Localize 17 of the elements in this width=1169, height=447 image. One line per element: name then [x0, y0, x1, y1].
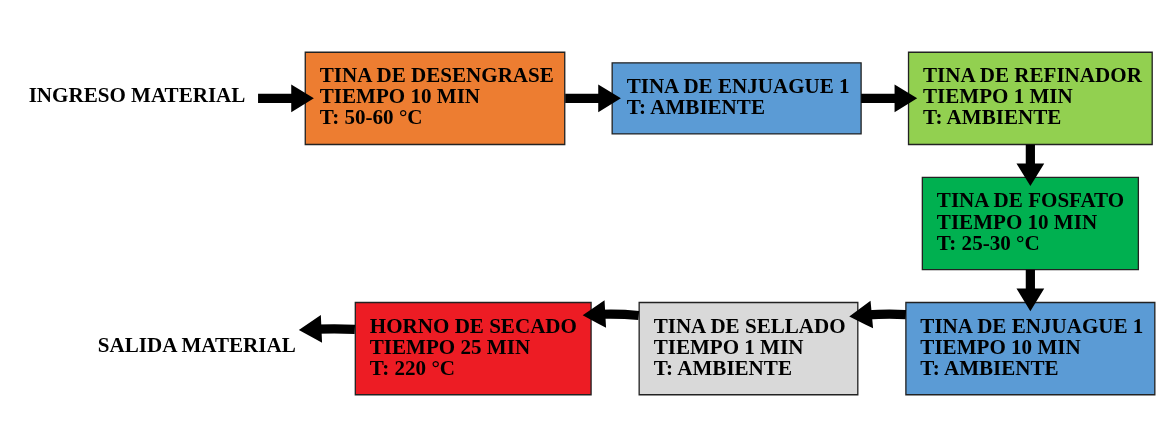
node-box: TINA DE ENJUAGUE 1 TIEMPO 10 MIN T: AMBIENTE: [905, 301, 1156, 396]
node-box: TINA DE ENJUAGUE 1 T: AMBIENTE: [611, 62, 862, 135]
arrow: [1016, 144, 1045, 187]
node-box: HORNO DE SECADO TIEMPO 25 MIN T: 220 °C: [354, 301, 592, 396]
node-box: TINA DE DESENGRASE TIEMPO 10 MIN T: 50-60 °C: [304, 51, 566, 146]
arrow: [298, 315, 356, 343]
arrow: [1016, 269, 1045, 312]
arrow: [582, 300, 640, 328]
node-box: TINA DE SELLADO TIEMPO 1 MIN T: AMBIENTE: [638, 301, 859, 396]
node-text: INGRESO MATERIAL: [28, 83, 246, 108]
arrow: [258, 84, 314, 113]
node-text: SALIDA MATERIAL: [97, 333, 296, 358]
node-box: TINA DE FOSFATO TIEMPO 10 MIN T: 25-30 °C: [921, 176, 1140, 271]
arrow: [849, 300, 907, 329]
node-box: TINA DE REFINADOR TIEMPO 1 MIN T: AMBIENTE: [907, 51, 1153, 146]
arrow: [861, 84, 918, 113]
arrow: [565, 84, 621, 113]
